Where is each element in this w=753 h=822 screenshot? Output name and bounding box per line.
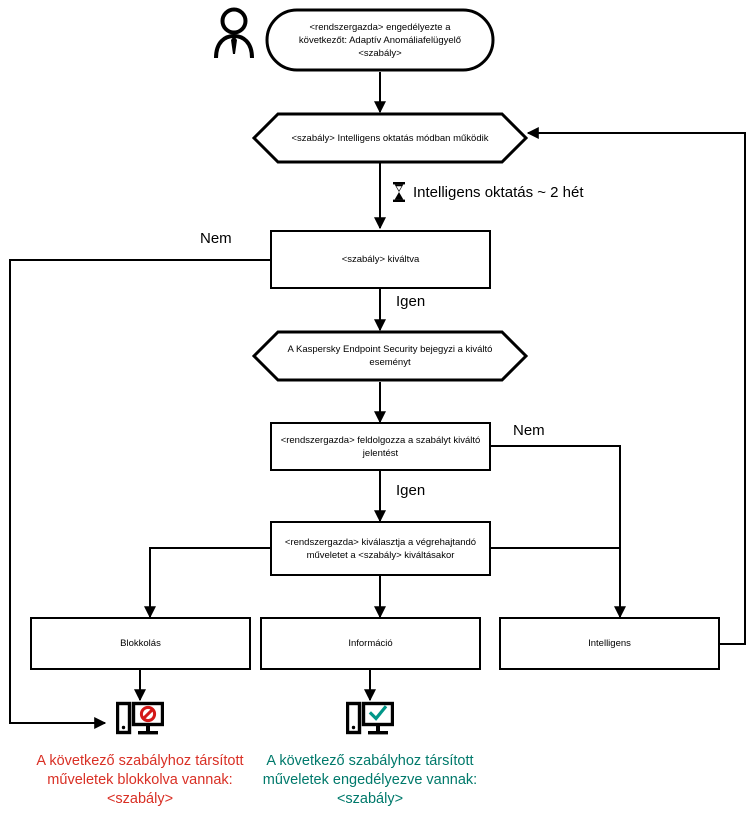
node-kes-logs-label: A Kaspersky Endpoint Security bejegyzi a… — [287, 344, 493, 368]
node-start: <rendszergazda> engedélyezte a következő… — [265, 8, 495, 72]
node-smart-mode-label: <szabály> Intelligens oktatás módban műk… — [291, 132, 489, 144]
edge-report-no — [491, 445, 626, 619]
node-action-smart: Intelligens — [499, 617, 720, 670]
edge-label-report-no: Nem — [513, 422, 545, 439]
node-admin-selects-action: <rendszergazda> kiválasztja a végrehajta… — [270, 521, 491, 576]
edge-smart-feedback-loop — [526, 127, 746, 645]
edge-label-report-yes: Igen — [396, 482, 426, 499]
node-rule-triggered: <szabály> kiváltva — [270, 230, 491, 289]
smart-training-timer: Intelligens oktatás ~ 2 hét — [392, 182, 584, 202]
node-action-info-label: Információ — [348, 638, 393, 649]
node-action-smart-label: Intelligens — [588, 638, 631, 649]
smart-training-timer-label: Intelligens oktatás ~ 2 hét — [413, 183, 584, 201]
node-kes-logs: A Kaspersky Endpoint Security bejegyzi a… — [251, 330, 529, 382]
node-rule-triggered-label: <szabály> kiváltva — [341, 254, 420, 265]
node-start-label: <rendszergazda> engedélyezte a következő… — [298, 21, 462, 59]
node-action-block-label: Blokkolás — [120, 638, 161, 649]
person-icon — [210, 6, 258, 62]
outcome-allowed-label: A következő szabályhoz társított művelet… — [262, 753, 478, 807]
outcome-blocked-label: A következő szabályhoz társított művelet… — [36, 753, 244, 807]
node-action-info: Információ — [260, 617, 481, 670]
node-admin-processes-report-label: <rendszergazda> feldolgozza a szabályt k… — [280, 434, 481, 459]
hourglass-icon — [392, 182, 406, 202]
node-smart-mode: <szabály> Intelligens oktatás módban műk… — [251, 112, 529, 164]
edge-label-triggered-no: Nem — [200, 230, 232, 247]
node-admin-processes-report: <rendszergazda> feldolgozza a szabályt k… — [270, 422, 491, 471]
edge-label-triggered-yes: Igen — [396, 293, 426, 310]
computer-blocked-icon — [115, 700, 165, 740]
edge-selects-to-block — [144, 547, 270, 619]
node-admin-selects-action-label: <rendszergazda> kiválasztja a végrehajta… — [284, 536, 477, 561]
computer-allowed-icon — [345, 700, 395, 740]
node-action-block: Blokkolás — [30, 617, 251, 670]
